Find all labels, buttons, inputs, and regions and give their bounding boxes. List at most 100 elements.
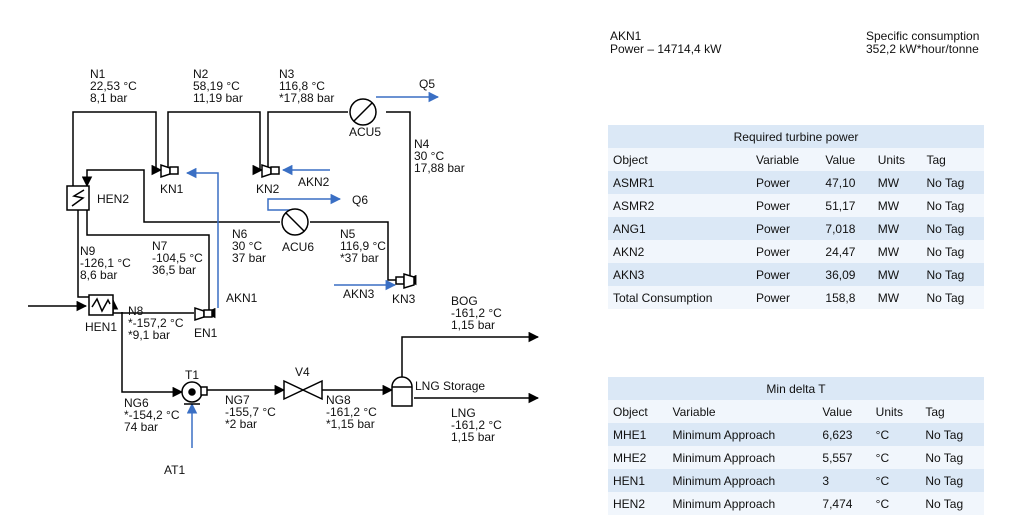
table-caption: Required turbine power [608,125,984,148]
col-header[interactable]: Variable [750,148,821,171]
energy-q6-line[interactable] [267,193,342,211]
lng-storage-tank-icon[interactable] [391,376,413,407]
valve-v4-icon[interactable] [283,379,323,401]
cell-tag: No Tag [920,423,984,446]
cell-units: °C [870,469,921,492]
col-header[interactable]: Tag [921,148,984,171]
cell-value[interactable]: 47,10 [820,171,873,194]
label-kn2: KN2 [256,182,280,196]
required-turbine-power-table: Required turbine power Object Variable V… [608,125,984,309]
cell-tag: No Tag [921,217,984,240]
energy-labels: Q5 Q6 AKN1 AKN2 AKN3 AT1 [164,77,435,477]
cell-units: MW [872,263,922,286]
heat-exchanger-hen2-icon[interactable] [66,185,90,211]
air-cooler-acu6-icon[interactable] [281,208,309,236]
cell-tag: No Tag [921,171,984,194]
cell-variable: Minimum Approach [667,492,818,515]
cell-variable: Minimum Approach [667,446,818,469]
cell-object: AKN3 [608,263,751,286]
heat-exchanger-hen1-icon[interactable] [88,294,114,316]
cell-units: MW [872,194,922,217]
label-v4: V4 [295,365,310,379]
cell-object: ASMR2 [608,194,751,217]
cell-value[interactable]: 6,623 [817,423,871,446]
cell-variable: Power [750,194,821,217]
cell-value[interactable]: 24,47 [820,240,873,263]
table-caption: Min delta T [608,377,984,400]
energy-akn1-line[interactable] [185,167,219,308]
material-streams [28,111,540,404]
cell-value[interactable]: 158,8 [820,286,873,309]
compressor-kn2-icon[interactable] [261,163,280,179]
cell-object: ANG1 [608,217,751,240]
air-cooler-acu5-icon[interactable] [349,98,377,126]
cell-units: MW [872,286,922,309]
stream-n4-line[interactable] [386,111,417,286]
label-q6: Q6 [352,193,368,207]
cell-tag: No Tag [920,469,984,492]
col-header[interactable]: Variable [667,400,818,423]
cell-units: °C [870,423,921,446]
col-header[interactable]: Value [817,400,871,423]
label-t1: T1 [185,368,199,382]
compressor-kn3-icon[interactable] [395,272,415,290]
cell-value[interactable]: 7,018 [820,217,873,240]
cell-tag: No Tag [921,194,984,217]
col-header[interactable]: Units [872,148,922,171]
cell-value[interactable]: 3 [817,469,871,492]
label-at1: AT1 [164,463,185,477]
cell-variable: Power [750,171,821,194]
cell-object: MHE2 [608,446,668,469]
stream-ng6-line[interactable] [121,312,184,398]
label-ng8: NG8-161,2 °C*1,15 bar [326,393,377,431]
cell-value[interactable]: 36,09 [820,263,873,286]
col-header[interactable]: Units [870,400,921,423]
col-header[interactable]: Tag [920,400,984,423]
stream-n6-line[interactable] [81,169,280,223]
cell-object: ASMR1 [608,171,751,194]
cell-units: MW [872,171,922,194]
cell-value[interactable]: 51,17 [820,194,873,217]
label-kn3: KN3 [392,292,416,306]
cell-units: °C [870,446,921,469]
turbine-t1-icon[interactable] [181,381,208,405]
cell-value[interactable]: 5,557 [817,446,871,469]
expander-en1-icon[interactable] [194,306,213,322]
stream-n2-line[interactable] [167,111,264,176]
cell-variable: Power [750,240,821,263]
cell-variable: Power [750,217,821,240]
cell-units: MW [872,240,922,263]
col-header[interactable]: Object [608,148,751,171]
cell-object: HEN1 [608,469,668,492]
col-header[interactable]: Object [608,400,668,423]
col-header[interactable]: Value [820,148,873,171]
stream-bog-line[interactable] [401,331,540,377]
cell-value[interactable]: 7,474 [817,492,871,515]
stream-n8-line[interactable] [107,298,194,314]
stream-n3-line[interactable] [267,111,348,171]
cell-tag: No Tag [921,263,984,286]
label-en1: EN1 [194,326,218,340]
compressor-kn1-icon[interactable] [160,163,179,179]
cell-tag: No Tag [920,492,984,515]
stream-n1-line[interactable] [72,111,163,186]
